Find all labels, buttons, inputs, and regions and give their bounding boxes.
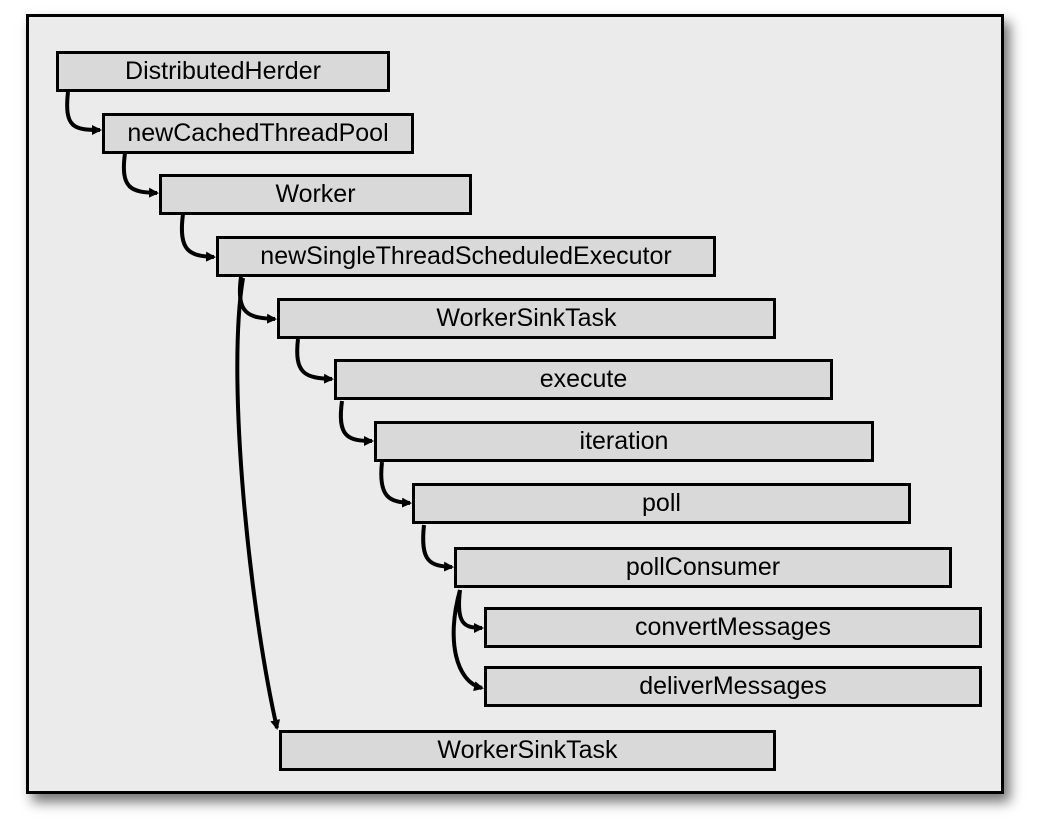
node-deliver-messages: deliverMessages	[484, 666, 982, 707]
node-distributed-herder: DistributedHerder	[56, 51, 390, 92]
node-execute: execute	[334, 359, 833, 400]
node-convert-messages: convertMessages	[484, 607, 982, 648]
node-new-single-thread-scheduled-executor: newSingleThreadScheduledExecutor	[216, 236, 716, 277]
node-iteration: iteration	[374, 421, 874, 462]
node-worker: Worker	[159, 174, 472, 215]
node-poll-consumer: pollConsumer	[454, 547, 952, 588]
node-poll: poll	[412, 483, 911, 524]
node-new-cached-thread-pool: newCachedThreadPool	[102, 113, 414, 154]
node-worker-sink-task-2: WorkerSinkTask	[279, 730, 776, 771]
node-worker-sink-task: WorkerSinkTask	[277, 298, 776, 339]
